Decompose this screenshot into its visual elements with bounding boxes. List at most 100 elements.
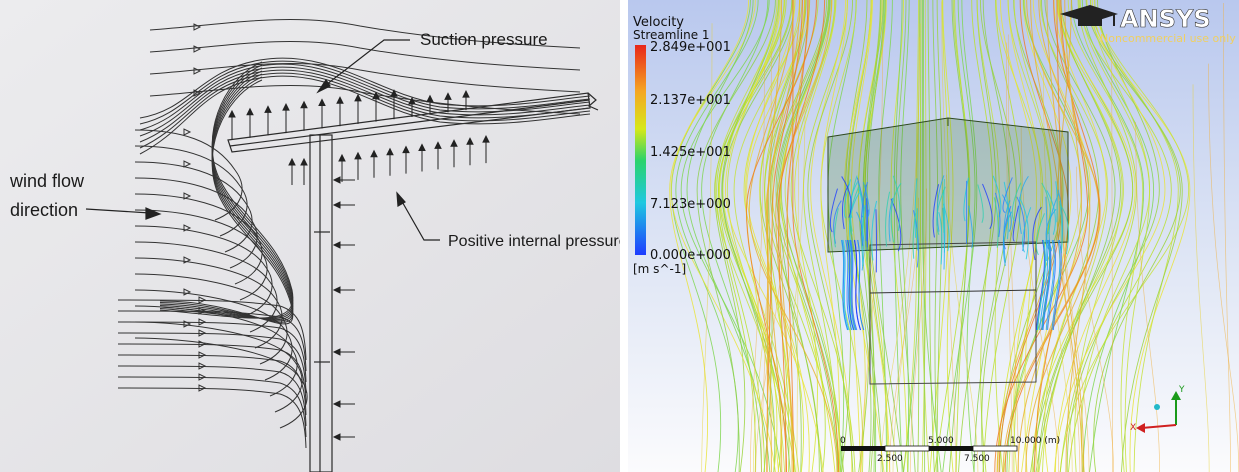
wake-streamline: [890, 182, 902, 243]
wake-streamline: [845, 239, 853, 331]
streamline: [810, 0, 853, 472]
streamline: [733, 0, 803, 472]
wake-streamline: [977, 184, 984, 223]
streamline: [775, 0, 833, 472]
streamline: [1111, 58, 1114, 472]
suction-arrows: [228, 89, 470, 140]
scale-tick-0: 0: [840, 436, 846, 446]
streamline: [117, 343, 307, 405]
streamline: [670, 0, 776, 472]
wake-streamline: [1032, 206, 1042, 261]
wake-streamline: [1036, 239, 1046, 331]
wake-streamline: [1055, 181, 1058, 223]
streamline: [982, 0, 1022, 472]
streamline: [117, 310, 307, 372]
streamline: [892, 37, 920, 472]
streamline: [843, 0, 885, 472]
scale-tick-7-5: 7.500: [964, 454, 990, 464]
wake-streamline: [834, 208, 839, 248]
streamline: [1067, 0, 1144, 472]
streamline: [149, 18, 581, 49]
streamline: [860, 29, 884, 472]
wake-streamline: [1035, 213, 1045, 256]
streamline: [900, 0, 910, 472]
internal-leader-line: [399, 197, 440, 241]
scale-tick-10: 10.000 (m): [1010, 436, 1060, 446]
streamline: [1135, 121, 1161, 472]
arrowhead: [418, 143, 426, 151]
streamline: [134, 337, 308, 429]
wake-streamline: [1041, 239, 1051, 331]
streamline: [921, 0, 942, 472]
streamline: [936, 0, 943, 472]
internal-pressure-arrows: [288, 134, 490, 185]
wake-streamline: [1045, 239, 1055, 331]
arrowhead: [354, 93, 362, 102]
arrowhead: [183, 256, 192, 264]
wake-streamline: [849, 239, 857, 331]
wake-streamline: [862, 182, 870, 218]
legend-title: Velocity: [633, 15, 684, 30]
streamline: [745, 0, 796, 472]
streamline: [942, 0, 954, 472]
wind-flow-label: wind flow: [9, 171, 85, 191]
streamline: [721, 0, 791, 472]
wake-streamline: [842, 239, 850, 331]
wake-streamline: [850, 239, 858, 331]
streamline: [942, 0, 978, 472]
arrowhead: [300, 100, 308, 109]
streamline: [1004, 0, 1100, 472]
arrowhead: [370, 149, 378, 158]
wake-streamline: [857, 239, 865, 331]
wake-streamline: [854, 239, 862, 331]
streamline: [766, 0, 803, 472]
wind-direction-line: [85, 208, 151, 214]
wake-streamline: [1002, 177, 1013, 213]
wake-streamline: [1002, 211, 1013, 266]
streamline: [1007, 34, 1019, 472]
streamline: [1094, 0, 1179, 472]
arrowhead: [466, 137, 474, 145]
wake-streamline: [1047, 239, 1056, 331]
wake-streamline: [936, 175, 945, 232]
legend-subtitle: Streamline 1: [633, 28, 710, 42]
arrowhead: [372, 91, 380, 100]
wake-streamline: [942, 207, 945, 270]
streamline: [748, 0, 838, 472]
wake-streamline: [890, 198, 902, 252]
streamline: [941, 1, 979, 472]
streamline: [680, 0, 782, 472]
streamline: [752, 108, 776, 472]
streamline: [779, 97, 806, 472]
streamline: [117, 376, 307, 438]
streamline: [717, 0, 793, 472]
streamline: [779, 0, 836, 472]
wake-streamline: [942, 203, 950, 252]
arrowhead: [332, 286, 341, 294]
arrowhead: [198, 340, 207, 348]
wake-streamline: [888, 197, 894, 242]
streamline: [766, 0, 783, 472]
arrowhead: [198, 384, 207, 392]
wind-direction-label: direction: [10, 200, 78, 220]
arrowhead: [193, 23, 202, 31]
legend-tick-1: 2.849e+001: [650, 40, 731, 55]
streamline: [134, 193, 263, 285]
streamline: [1071, 0, 1145, 472]
arrowhead: [318, 98, 326, 106]
streamline: [999, 0, 1064, 472]
wake-streamline: [1051, 239, 1061, 331]
box-lower-outline: [869, 241, 1037, 385]
arrowhead: [338, 153, 346, 162]
streamline: [1054, 0, 1166, 472]
arrowhead: [228, 109, 236, 118]
wake-streamline: [1059, 204, 1069, 255]
streamline: [1006, 0, 1090, 472]
streamline: [1030, 0, 1121, 472]
streamline: [1090, 0, 1181, 472]
streamline: [750, 66, 765, 472]
wake-streamline: [866, 209, 869, 251]
scale-bar: 0 5.000 10.000 (m) 2.500 7.500: [840, 436, 1060, 464]
streamline: [117, 321, 307, 383]
arrowhead: [482, 134, 490, 143]
